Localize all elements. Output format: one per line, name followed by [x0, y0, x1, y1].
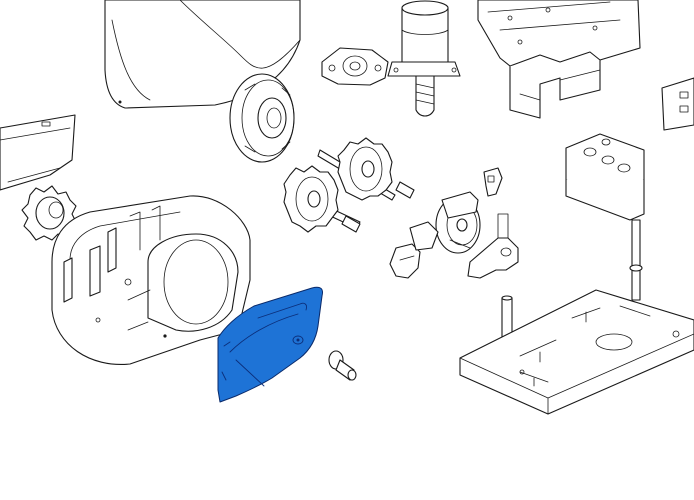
connector-block-part[interactable]: [661, 77, 694, 131]
motor-flange-part[interactable]: [229, 73, 295, 163]
release-lever-part[interactable]: [467, 213, 519, 279]
electric-motor-part[interactable]: [387, 0, 461, 117]
encoder-wheel-part[interactable]: [435, 191, 481, 254]
small-clip-part[interactable]: [483, 167, 503, 197]
fixing-screw-part[interactable]: [328, 350, 357, 381]
side-cover-panel-highlighted[interactable]: [217, 286, 323, 403]
left-side-plate-part[interactable]: [0, 114, 76, 191]
foundation-plate-part[interactable]: [459, 289, 694, 415]
dot-marker: [163, 334, 167, 338]
pinion-gear-part[interactable]: [21, 185, 77, 241]
gear-shaft-assembly-part[interactable]: [283, 137, 415, 233]
control-board-frame-part[interactable]: [477, 0, 641, 119]
gearbox-housing-part[interactable]: [51, 195, 251, 365]
mounting-bracket-part[interactable]: [321, 47, 389, 86]
support-bracket-part[interactable]: [500, 133, 645, 366]
cam-block-part[interactable]: [389, 221, 439, 279]
